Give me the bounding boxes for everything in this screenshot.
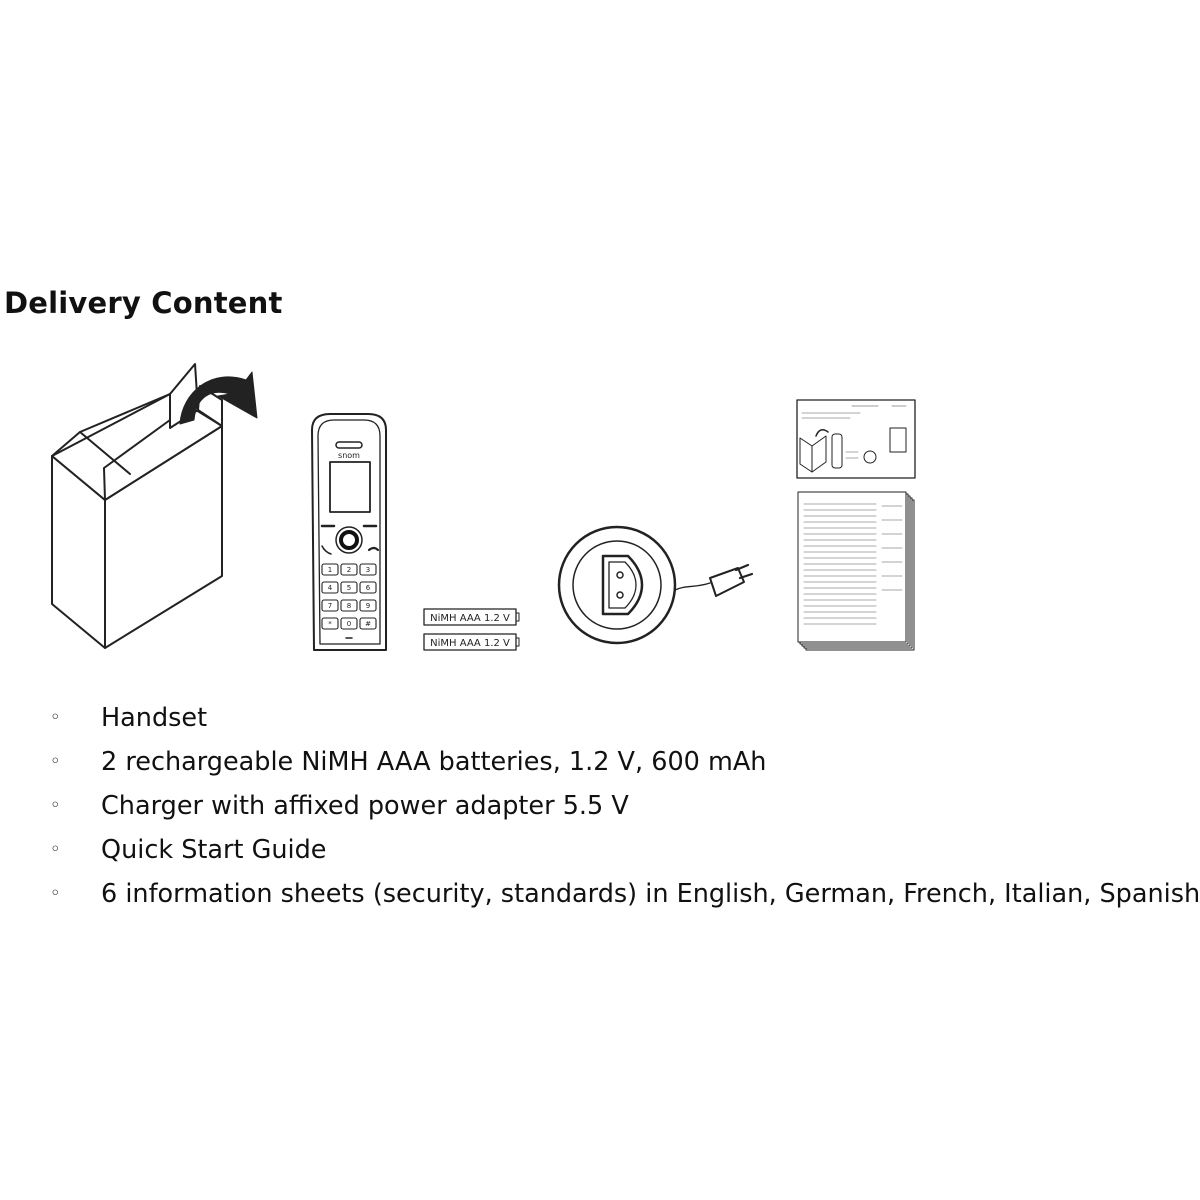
key-7: 7 [328, 602, 332, 610]
bullet-icon: ◦ [50, 839, 61, 860]
list-item-text: Handset [101, 703, 208, 733]
battery-icon: NiMH AAA 1.2 V NiMH AAA 1.2 V [423, 608, 520, 651]
battery-label-2: NiMH AAA 1.2 V [430, 638, 510, 649]
key-9: 9 [366, 602, 370, 610]
box-icon [51, 363, 258, 649]
list-item-text: Charger with affixed power adapter 5.5 V [101, 791, 629, 821]
list-item-text: 2 rechargeable NiMH AAA batteries, 1.2 V… [101, 747, 767, 777]
phone-brand-label: snom [338, 451, 360, 460]
bullet-icon: ◦ [50, 751, 61, 772]
charger-icon [557, 525, 754, 645]
key-0: 0 [347, 620, 351, 628]
key-5: 5 [347, 584, 351, 592]
bullet-icon: ◦ [50, 883, 61, 904]
key-3: 3 [366, 566, 370, 574]
key-star: * [328, 620, 332, 628]
key-2: 2 [347, 566, 351, 574]
page-title: Delivery Content [4, 286, 283, 320]
information-sheets-icon [797, 491, 915, 651]
quick-start-guide-icon [796, 399, 916, 479]
handset-icon: snom 1 2 3 4 5 6 7 [311, 413, 387, 651]
bullet-icon: ◦ [50, 795, 61, 816]
list-item-text: 6 information sheets (security, standard… [101, 879, 1200, 909]
key-hash: # [365, 620, 371, 628]
key-6: 6 [366, 584, 371, 592]
bullet-icon: ◦ [50, 707, 61, 728]
key-1: 1 [328, 566, 332, 574]
battery-label-1: NiMH AAA 1.2 V [430, 613, 510, 624]
delivery-illustration: snom 1 2 3 4 5 6 7 [51, 363, 916, 651]
list-item-text: Quick Start Guide [101, 835, 327, 865]
key-8: 8 [347, 602, 351, 610]
key-4: 4 [328, 584, 333, 592]
